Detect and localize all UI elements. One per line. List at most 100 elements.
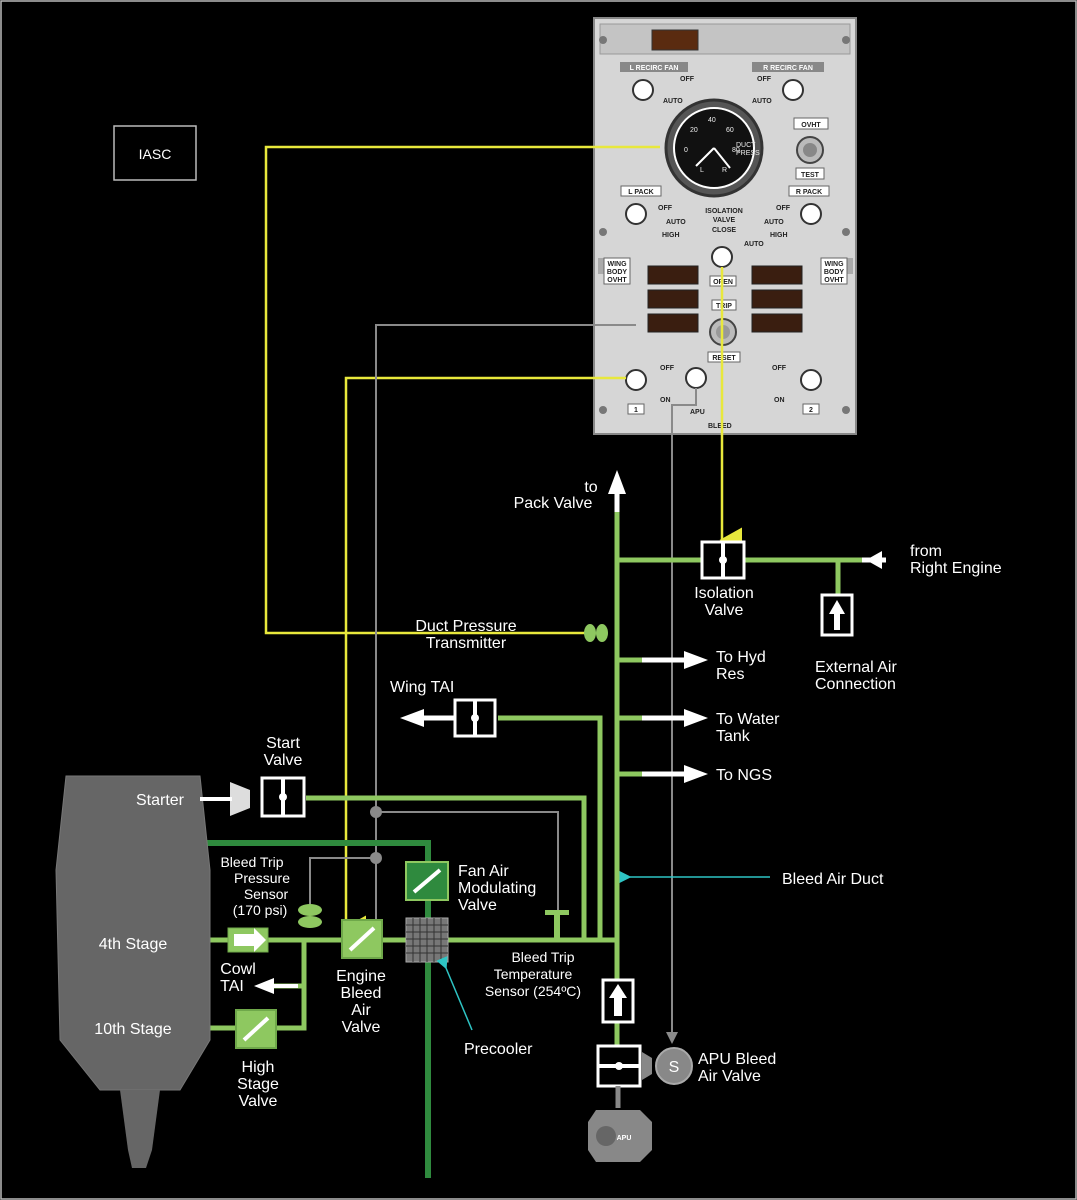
gauge-tick-40: 40 [708,117,716,124]
apu-unit-label: APU [617,1135,632,1142]
trip-label: TRIP [716,303,732,310]
apu-solenoid-label: S [669,1059,680,1076]
cowl-tai-label-2: TAI [220,978,244,995]
bleed-2-label: 2 [809,407,813,414]
r-pack-off: OFF [776,205,791,212]
r-recirc-fan-switch[interactable] [782,79,804,101]
high-stage-label-2: Stage [237,1076,279,1093]
signal-wires [264,145,742,1044]
leader-lines [436,871,770,1031]
r-recirc-auto: AUTO [752,98,772,105]
isolation-valve-label-2: Valve [705,602,744,619]
l-recirc-off: OFF [680,76,695,83]
bleed-trip-temp-label-3: Sensor (254ºC) [485,983,581,999]
from-right-engine-label-1: from [910,543,942,560]
panel-isolation-close: CLOSE [712,227,736,234]
duct-pressure-transmitter-icon [584,624,608,642]
start-valve-label-1: Start [266,735,300,752]
bleed-air-duct-label: Bleed Air Duct [782,871,884,888]
apu-bleed-panel-label: BLEED [708,423,732,430]
isolation-valve-switch[interactable] [711,246,733,268]
bleed-1-label: 1 [634,407,638,414]
l-wing-body-1: WING [607,261,627,268]
ovht-label: OVHT [801,122,821,129]
external-air-label-2: Connection [815,676,896,693]
engine-bleed-air-valve-icon [341,919,383,959]
apu-on: ON [660,397,671,404]
to-ngs-label: To NGS [716,767,772,784]
gauge-tick-60: 60 [726,127,734,134]
to-pack-valve-label-1: to [584,479,597,496]
bleed-trip-pressure-label-4: (170 psi) [233,902,287,918]
precooler-label: Precooler [464,1041,533,1058]
panel-isolation-auto: AUTO [744,241,764,248]
duct-pressure-label-2: Transmitter [426,635,507,652]
apu-bleed-label-1: APU Bleed [698,1051,776,1068]
gauge-tick-0: 0 [684,147,688,154]
test-label: TEST [801,172,820,179]
r-recirc-off: OFF [757,76,772,83]
starter-label: Starter [136,792,185,809]
right-annunciators [751,265,803,333]
bleed-trip-temp-label-1: Bleed Trip [511,949,574,965]
to-water-tank-label-2: Tank [716,728,751,745]
bleed-1-switch[interactable] [625,369,647,391]
gauge-l-label: L [700,167,704,174]
apu-panel-label: APU [690,409,705,416]
engine-bleed-label-3: Air [351,1002,371,1019]
l-pack-label: L PACK [628,189,653,196]
high-stage-label-3: Valve [239,1093,278,1110]
l-pack-off: OFF [658,205,673,212]
left-annunciators [647,265,699,333]
from-right-engine-label-2: Right Engine [910,560,1002,577]
bleed-trip-temperature-sensor-icon [545,910,569,938]
apu-bleed-air-valve-icon: S [596,1044,693,1088]
l-pack-high: HIGH [662,232,680,239]
l-wing-body-2: BODY [607,269,628,276]
start-valve-icon [260,776,306,818]
bleed-trip-temp-label-2: Temperature [494,966,573,982]
fourth-stage-label: 4th Stage [99,936,168,953]
external-air-check-valve-icon [820,593,854,637]
component-labels: to Pack Valve Isolation Valve from Right… [220,479,1002,1110]
reset-label: RESET [712,355,736,362]
r-pack-auto: AUTO [764,219,784,226]
isolation-valve-icon [700,540,746,580]
panel-isolation-label-2: VALVE [713,217,736,224]
duct-pressure-gauge: 0 20 40 60 80 DUCT PRESS L R [664,98,764,198]
bleed-trip-pressure-sensor-icon [298,904,322,928]
bleed-trip-pressure-label-2: Pressure [234,870,290,886]
l-pack-switch[interactable] [625,203,647,225]
fan-air-mod-label-3: Valve [458,897,497,914]
engine-bleed-label-4: Valve [342,1019,381,1036]
bleed-2-switch[interactable] [800,369,822,391]
engine-bleed-label-1: Engine [336,968,386,985]
isolation-valve-label-1: Isolation [694,585,754,602]
bleed-trip-pressure-label-3: Sensor [244,886,289,902]
cowl-tai-label-1: Cowl [220,961,256,978]
r-wing-body-3: OVHT [824,277,844,284]
fan-air-mod-label-2: Modulating [458,880,536,897]
apu-bleed-switch[interactable] [685,367,707,389]
l-recirc-fan-switch[interactable] [632,79,654,101]
start-valve-label-2: Valve [264,752,303,769]
panel-isolation-label-1: ISOLATION [705,208,743,215]
external-air-label-1: External Air [815,659,897,676]
gauge-tick-80: 80 [732,147,740,154]
gauge-duct-label: DUCT [736,142,756,149]
wing-tai-label: Wing TAI [390,679,454,696]
high-stage-label-1: High [242,1059,275,1076]
gauge-tick-20: 20 [690,127,698,134]
apu-check-valve-icon [601,978,635,1024]
duct-pressure-label-1: Duct Pressure [415,618,516,635]
gauge-r-label: R [722,167,727,174]
fan-air-mod-label-1: Fan Air [458,863,509,880]
l-pack-auto: AUTO [666,219,686,226]
l-wing-body-3: OVHT [607,277,627,284]
bleed2-off: OFF [772,365,787,372]
l-recirc-auto: AUTO [663,98,683,105]
r-wing-body-2: BODY [824,269,845,276]
to-hyd-res-label-1: To Hyd [716,649,766,666]
r-pack-switch[interactable] [800,203,822,225]
